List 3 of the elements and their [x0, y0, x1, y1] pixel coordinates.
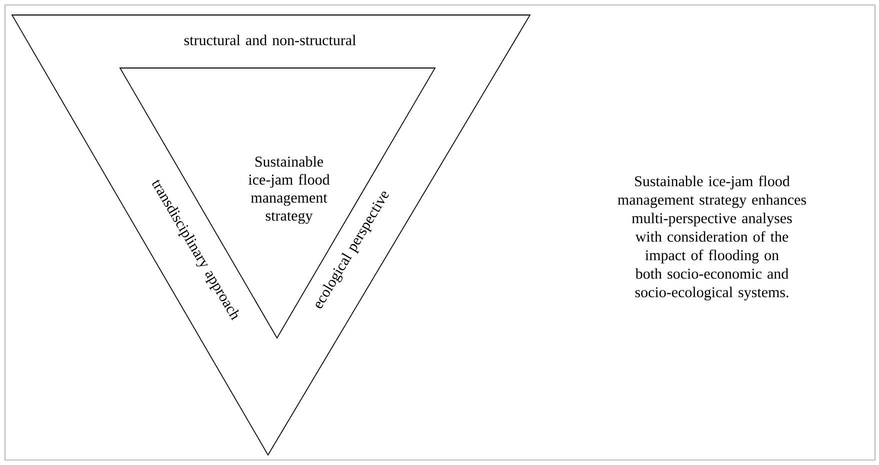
band-text: structural and non-structural: [184, 34, 356, 46]
description-text: Sustainable ice-jam flood management strategy enhances multi-perspective analyses with consideration of the impact of flooding on both socio-economic and socio-ecological systems.: [618, 176, 806, 300]
band-text: Sustainable ice-jam flood management strategy: [248, 156, 330, 224]
